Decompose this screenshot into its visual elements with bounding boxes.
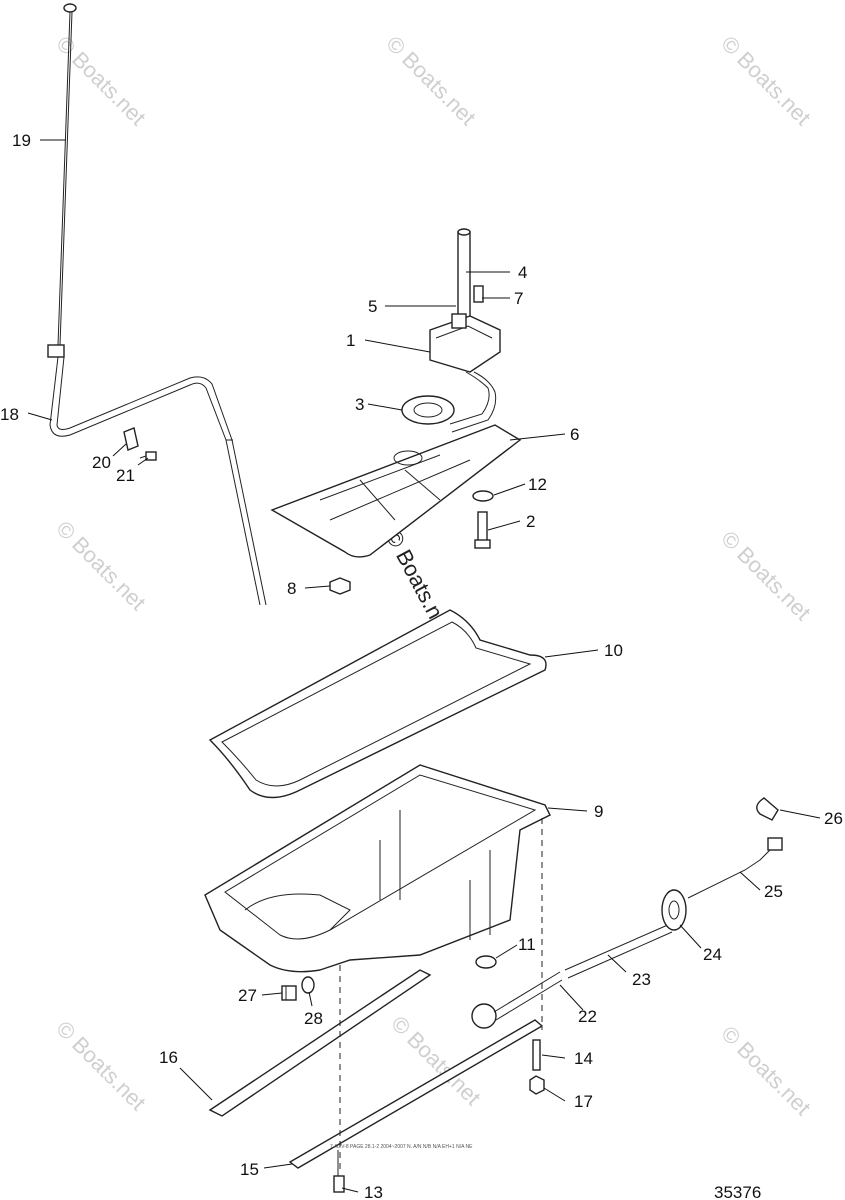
- callout-13: 13: [364, 1183, 383, 1200]
- callout-18: 18: [0, 405, 19, 424]
- sensor-flange: [661, 889, 687, 931]
- oil-pan: [204, 764, 551, 973]
- callout-4: 4: [518, 263, 527, 282]
- callout-8: 8: [287, 579, 296, 598]
- pan-stud: [532, 1039, 541, 1071]
- callout-17: 17: [574, 1092, 593, 1111]
- callout-3: 3: [355, 395, 364, 414]
- pickup-screen: [401, 395, 455, 425]
- callout-2: 2: [526, 512, 535, 531]
- callout-27: 27: [238, 986, 257, 1005]
- watermark: © Boats.net: [51, 516, 150, 615]
- callout-20: 20: [92, 453, 111, 472]
- shaft-sleeve: [473, 285, 484, 303]
- dipstick-tube: [47, 344, 267, 606]
- diagram-code: 35376: [714, 1183, 761, 1200]
- callout-23: 23: [632, 970, 651, 989]
- watermark: © Boats.net: [716, 526, 815, 625]
- callout-16: 16: [159, 1048, 178, 1067]
- fine-print: 7.4L/V-8 PAGE 28.1-2 2004~2007 N. A/N N/…: [330, 1144, 473, 1150]
- callout-15: 15: [240, 1160, 259, 1179]
- callout-21: 21: [116, 466, 135, 485]
- tray-nut: [329, 577, 351, 595]
- callout-6: 6: [570, 425, 579, 444]
- pan-bolt: [333, 1150, 345, 1193]
- callout-19: 19: [12, 131, 31, 150]
- drain-washer: [475, 955, 497, 969]
- callout-22: 22: [578, 1007, 597, 1026]
- windage-tray: [270, 424, 522, 558]
- callout-1: 1: [346, 331, 355, 350]
- callout-10: 10: [604, 641, 623, 660]
- callout-labels: 19 18 20 21 4 7 5 1 3 6 12 2 8 10 9 26 2…: [0, 131, 843, 1200]
- oil-level-sensor: [471, 971, 563, 1029]
- pan-rail-right: [288, 1019, 544, 1169]
- watermark-group: © Boats.net © Boats.net © Boats.net © Bo…: [51, 31, 815, 1120]
- watermark: © Boats.net: [716, 31, 815, 130]
- pump-drive-shaft: [457, 228, 471, 323]
- leader-lines: [27, 139, 821, 1193]
- callout-28: 28: [304, 1009, 323, 1028]
- tray-bolt: [474, 511, 491, 549]
- watermark: © Boats.net: [381, 31, 480, 130]
- sensor-harness: [687, 837, 783, 899]
- oil-pan-gasket: [208, 609, 547, 799]
- watermark: © Boats.net: [716, 1021, 815, 1120]
- oil-pump: [429, 313, 501, 433]
- harness-clip: [756, 797, 779, 821]
- washer: [472, 490, 494, 502]
- pan-rail-left: [208, 969, 432, 1117]
- callout-5: 5: [368, 297, 377, 316]
- callout-24: 24: [703, 945, 722, 964]
- clip-bolt: [139, 451, 157, 461]
- callout-9: 9: [594, 802, 603, 821]
- callout-11: 11: [518, 935, 536, 954]
- stud-nut: [529, 1075, 545, 1095]
- tube-clip: [123, 427, 139, 451]
- watermark: © Boats.net: [51, 1016, 150, 1115]
- callout-7: 7: [514, 289, 523, 308]
- dipstick: [57, 3, 77, 346]
- callout-14: 14: [574, 1049, 593, 1068]
- level-sensor-tube: [564, 923, 673, 979]
- drain-plug: [281, 985, 297, 1001]
- callout-25: 25: [764, 882, 783, 901]
- plug-washer: [301, 976, 315, 994]
- callout-26: 26: [824, 809, 843, 828]
- callout-12: 12: [528, 475, 547, 494]
